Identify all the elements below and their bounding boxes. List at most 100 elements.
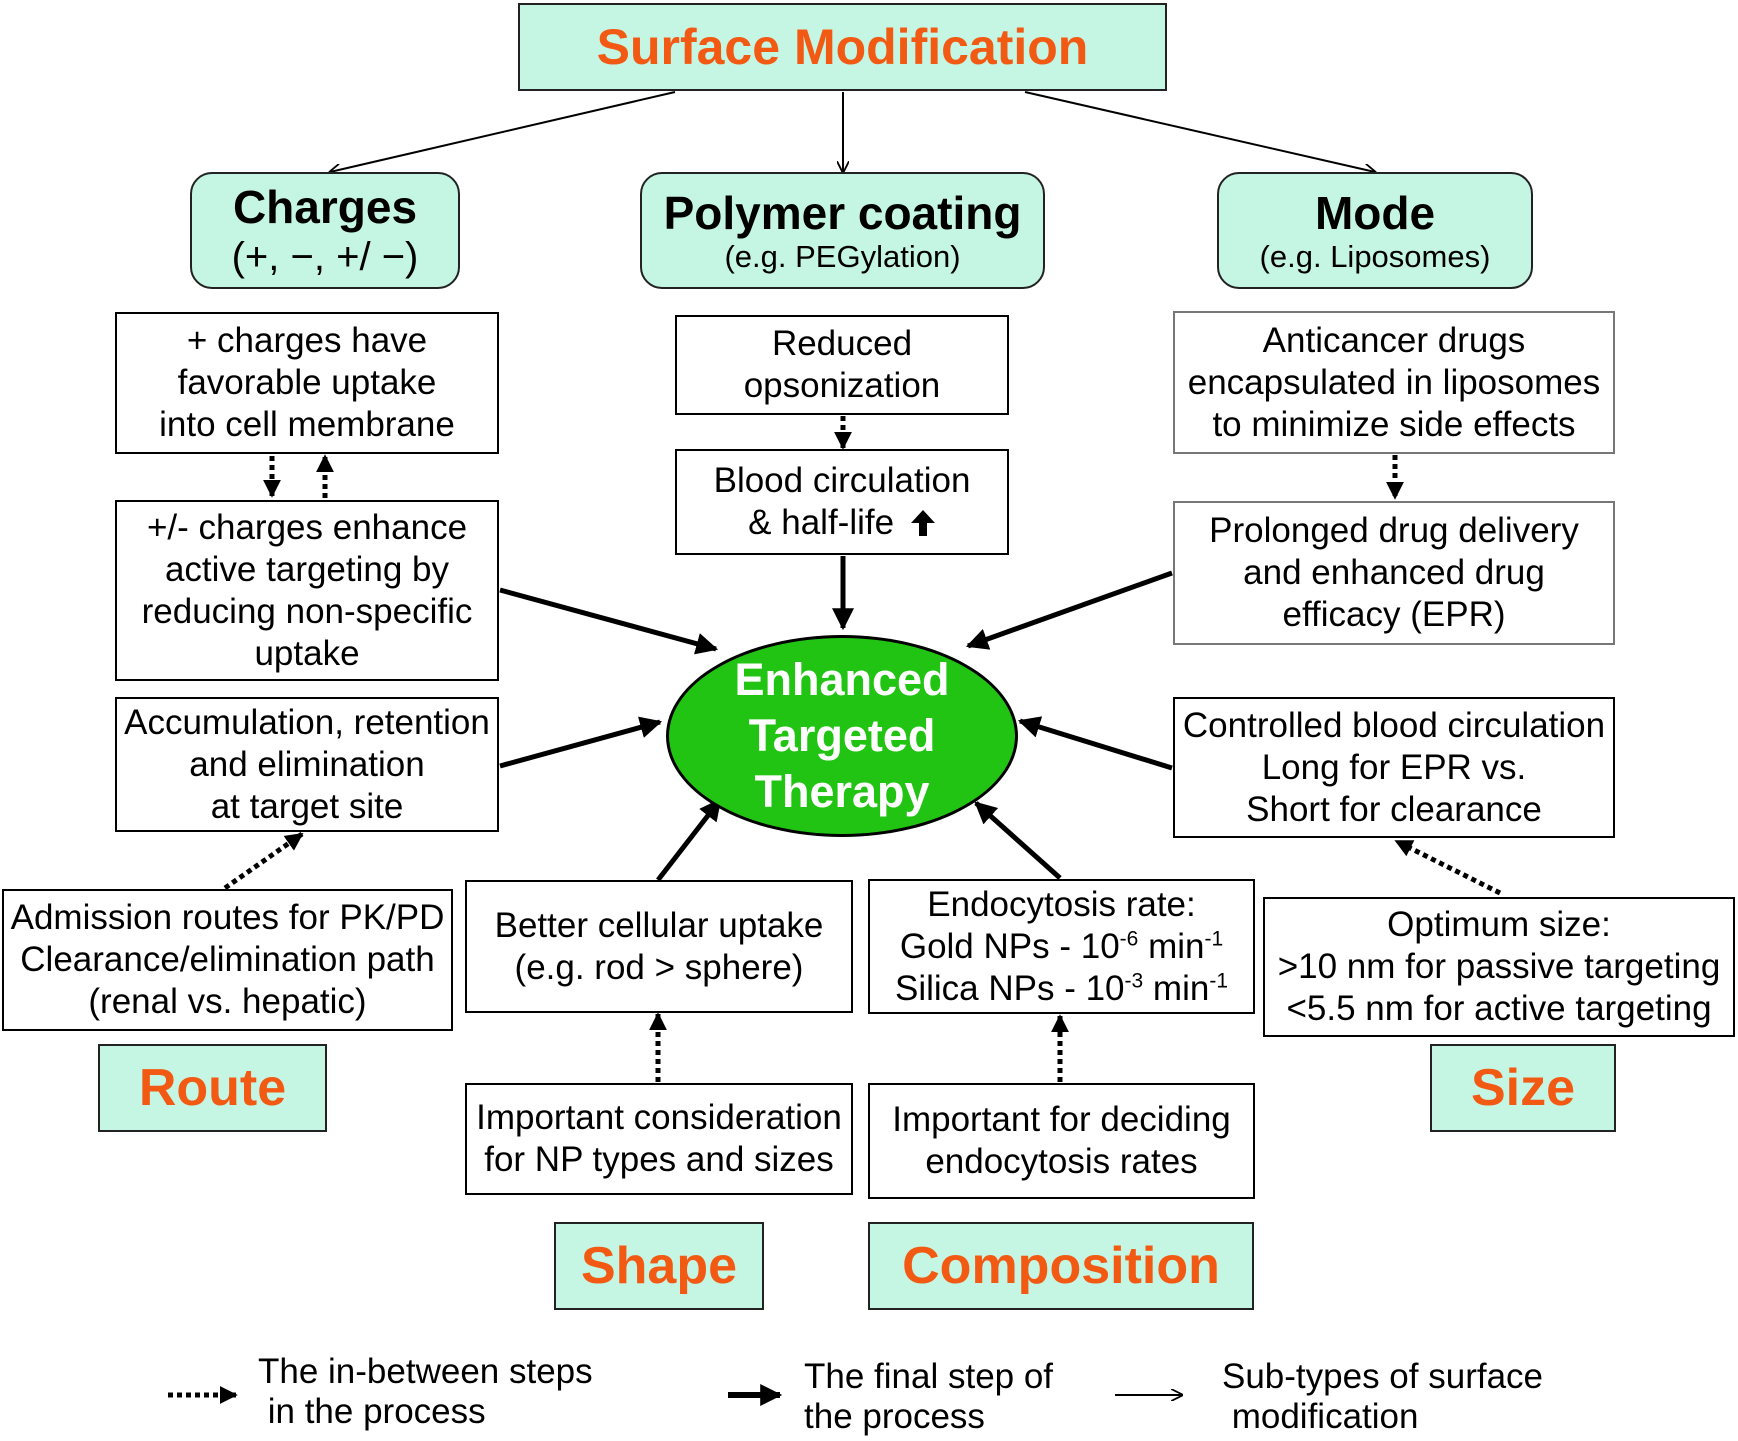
gold-prefix: Gold NPs - 10 [899,926,1120,966]
charges-subtitle: (+, −, +/ −) [231,234,419,279]
cellular-uptake-box: Better cellular uptake (e.g. rod > spher… [465,880,853,1013]
arrow-targeting-to-center [499,587,719,655]
enhanced-targeted-therapy-node: Enhanced Targeted Therapy [666,635,1018,837]
text-line: Reduced [771,324,913,363]
text-line: favorable uptake [177,363,437,402]
text-line: endocytosis rates [925,1142,1198,1181]
legend-dotted-text: The in-between steps in the process [258,1352,593,1432]
silica-exp: -3 [1124,968,1144,992]
legend-bold-text: The final step of the process [804,1357,1053,1437]
polymer-coating-title: Polymer coating [663,186,1022,239]
shape-label-text: Shape [580,1237,738,1295]
text-line: opsonization [743,366,941,405]
endocytosis-rate-box: Endocytosis rate: Gold NPs - 10-6 min-1 … [868,879,1255,1014]
route-label-text: Route [138,1059,287,1117]
text-line: (renal vs. hepatic) [88,982,367,1021]
accumulation-box: Accumulation, retention and elimination … [115,697,499,832]
surface-modification-title: Surface Modification [518,3,1167,91]
text-line: in the process [258,1392,486,1431]
silica-unit-exp: -1 [1209,968,1229,992]
center-line: Targeted [748,710,936,761]
text-line: Anticancer drugs [1262,320,1526,360]
text-line: efficacy (EPR) [1282,595,1506,634]
arrow-endocytosis-to-center [974,801,1062,880]
text-line: Clearance/elimination path [20,940,435,979]
text-line: Important consideration [476,1098,842,1137]
text-line: Blood circulation [713,461,971,500]
admission-routes-box: Admission routes for PK/PD Clearance/eli… [2,889,453,1031]
prolonged-delivery-box: Prolonged drug delivery and enhanced dru… [1173,501,1615,645]
text-line: to minimize side effects [1212,404,1576,444]
arrow-size-to-controlled [1394,838,1502,896]
text-line: uptake [254,633,360,673]
text-line: Accumulation, retention [124,702,490,742]
text-line: Controlled blood circulation [1182,705,1606,745]
text-line: Sub-types of surface [1222,1357,1543,1396]
text-line: + charges have [186,321,428,360]
polymer-coating-box: Polymer coating (e.g. PEGylation) [640,172,1045,289]
text-line: Long for EPR vs. [1261,747,1527,787]
center-line: Therapy [754,766,930,817]
polymer-coating-subtitle: (e.g. PEGylation) [724,238,961,274]
text-line: Better cellular uptake [494,905,824,945]
arrow-accumulation-to-center [499,716,663,769]
reduced-opsonization-box: Reduced opsonization [675,315,1009,415]
text-line: <5.5 nm for active targeting [1286,989,1712,1028]
blood-circulation-box: Blood circulation & half-life [675,449,1009,555]
anticancer-box: Anticancer drugs encapsulated in liposom… [1173,311,1615,454]
text-line: >10 nm for passive targeting [1277,947,1721,986]
text-line: at target site [210,786,404,826]
arrow-title-to-charges [330,91,676,172]
endocytosis-gold: Gold NPs - 10-6 min-1 [900,926,1223,968]
surface-modification-title-text: Surface Modification [596,19,1089,75]
text-line: modification [1222,1397,1419,1436]
mode-subtitle: (e.g. Liposomes) [1259,238,1491,274]
optimum-size-box: Optimum size: >10 nm for passive targeti… [1263,897,1735,1037]
text-line: Short for clearance [1246,789,1542,829]
arrow-controlled-to-center [1017,716,1173,771]
charges-title: Charges [232,180,418,233]
center-line: Enhanced [734,654,950,705]
text-line: for NP types and sizes [484,1140,834,1179]
route-label: Route [98,1044,327,1132]
shape-consideration-box: Important consideration for NP types and… [465,1083,853,1195]
text-line: active targeting by [164,549,450,589]
silica-prefix: Silica NPs - 10 [894,968,1125,1008]
text-line: encapsulated in liposomes [1187,362,1601,402]
text-line: Important for deciding [892,1100,1231,1139]
text-line: into cell membrane [159,405,455,444]
text-line: and elimination [189,744,425,784]
arrow-title-to-mode [1024,91,1375,172]
text-line: The in-between steps [258,1352,593,1391]
endocytosis-line1: Endocytosis rate: [927,884,1196,924]
legend-thin-text: Sub-types of surface modification [1222,1357,1543,1437]
arrow-prolonged-to-center [965,570,1173,650]
charges-targeting-box: +/- charges enhance active targeting by … [115,500,499,681]
text-line: & half-life [748,503,895,542]
text-line: Prolonged drug delivery [1209,511,1579,550]
text-line: reducing non-specific [141,591,473,631]
mode-title: Mode [1314,186,1436,239]
shape-label: Shape [554,1222,764,1310]
arrow-admission-to-accumulation [223,831,304,891]
gold-unit-exp: -1 [1204,926,1224,950]
charges-uptake-box: + charges have favorable uptake into cel… [115,312,499,454]
arrow-uptake-to-center [656,798,722,882]
controlled-circulation-box: Controlled blood circulation Long for EP… [1173,697,1615,838]
gold-unit: min [1138,926,1205,966]
composition-label: Composition [868,1222,1254,1310]
gold-exp: -6 [1119,926,1139,950]
silica-unit: min [1143,968,1210,1008]
text-line: +/- charges enhance [146,507,468,547]
text-line: the process [804,1397,985,1436]
text-line: Optimum size: [1387,905,1611,944]
text-line: and enhanced drug [1243,553,1545,592]
blood-circulation-line2: & half-life [748,502,936,544]
endocytosis-silica: Silica NPs - 10-3 min-1 [895,968,1228,1010]
up-arrow-icon [910,510,935,536]
text-line: The final step of [804,1357,1054,1396]
composition-importance-box: Important for deciding endocytosis rates [868,1083,1255,1199]
mode-box: Mode (e.g. Liposomes) [1217,172,1533,289]
